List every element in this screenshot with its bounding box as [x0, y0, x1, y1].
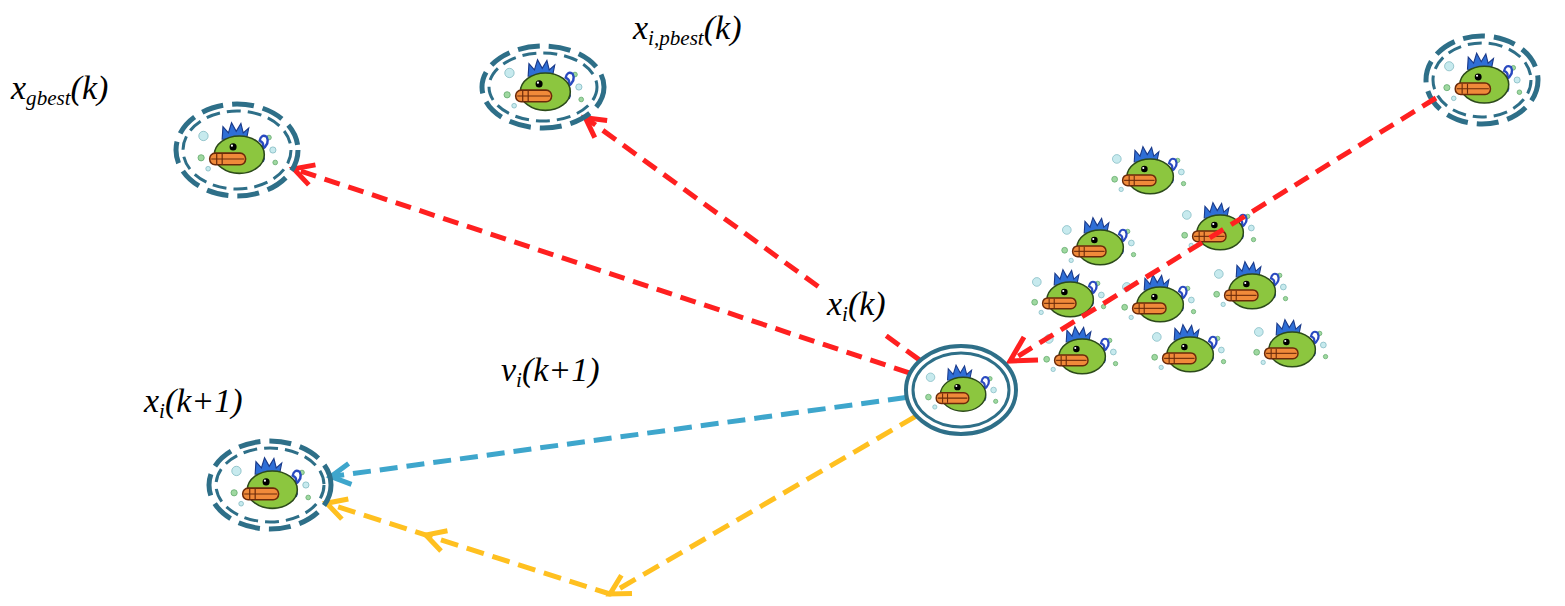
subscript: i [842, 302, 848, 326]
subscript: gbest [26, 86, 71, 110]
neighbour-arrow [1010, 98, 1436, 361]
connector-line [331, 398, 906, 477]
particle-node: xi(k+1) [205, 437, 335, 533]
position-label: xi(k+1) [141, 381, 246, 431]
particle-node: xi(k) [902, 342, 1020, 438]
velocity-connector [327, 416, 916, 594]
arrow-head [327, 499, 349, 519]
position-label: xi(k) [824, 284, 889, 334]
subscript: i [516, 368, 522, 392]
symbol-letter: v [501, 351, 516, 388]
neighbour-fish [1426, 36, 1538, 124]
particle-ring [172, 100, 302, 200]
argument: (k+1) [165, 382, 243, 419]
velocity-connector [294, 165, 909, 373]
argument: (k) [71, 69, 109, 106]
arrow-head [294, 165, 316, 185]
symbol-letter: x [11, 69, 26, 106]
arrow-head [426, 531, 448, 551]
velocity-label: vi(k+1) [498, 350, 603, 400]
argument: (k) [848, 285, 886, 322]
connector-line [294, 169, 909, 373]
connector-line [327, 416, 916, 594]
arrow-head [585, 118, 607, 138]
arrow-head [610, 575, 632, 594]
argument: (k+1) [522, 351, 600, 388]
arrow-head [331, 464, 352, 485]
symbol-letter: x [144, 382, 159, 419]
symbol-letter: x [633, 9, 648, 46]
particle-node: xgbest(k) [172, 100, 302, 200]
velocity-connector [585, 118, 919, 360]
particle-node: xi,pbest(k) [478, 42, 608, 132]
particle-ring [478, 42, 608, 132]
fish-school [1032, 147, 1328, 374]
particle-ring [205, 437, 335, 533]
particle-ring [902, 342, 1020, 438]
position-label: xi,pbest(k) [630, 8, 744, 58]
argument: (k) [704, 9, 742, 46]
connector-line [585, 118, 919, 360]
subscript: i,pbest [648, 26, 704, 50]
subscript: i [159, 399, 165, 423]
symbol-letter: x [827, 285, 842, 322]
position-label: xgbest(k) [8, 68, 111, 118]
